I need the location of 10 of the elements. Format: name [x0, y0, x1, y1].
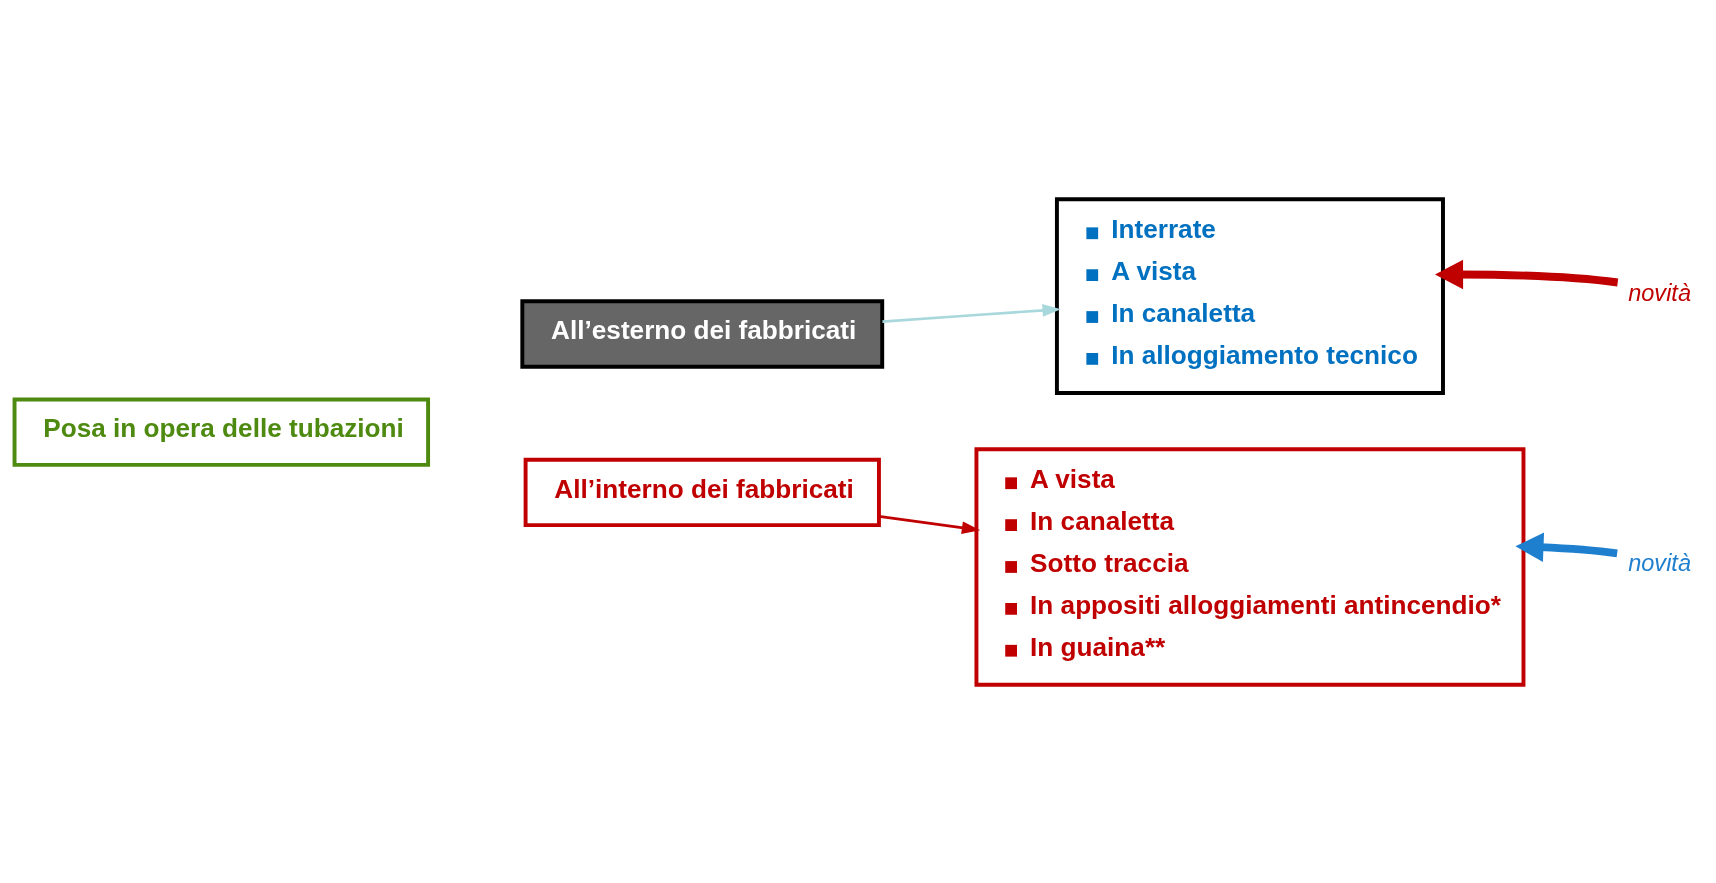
node-box: A vista In canaletta Sotto traccia In appositi alloggiamenti antincendio* In guaina** — [974, 446, 1526, 687]
node-box: All’interno dei fabbricati — [523, 457, 881, 527]
node-box: Posa in opera delle tubazioni — [12, 397, 431, 467]
node-text: novità — [1628, 549, 1692, 576]
node-box: Interrate A vista In canaletta In alloggiamento tecnico — [1054, 196, 1445, 395]
arrow — [882, 303, 1061, 323]
arrow — [1435, 259, 1619, 289]
node-text: novità — [1628, 279, 1692, 306]
node-box: All’esterno dei fabbricati — [520, 298, 885, 369]
arrow — [878, 514, 981, 534]
